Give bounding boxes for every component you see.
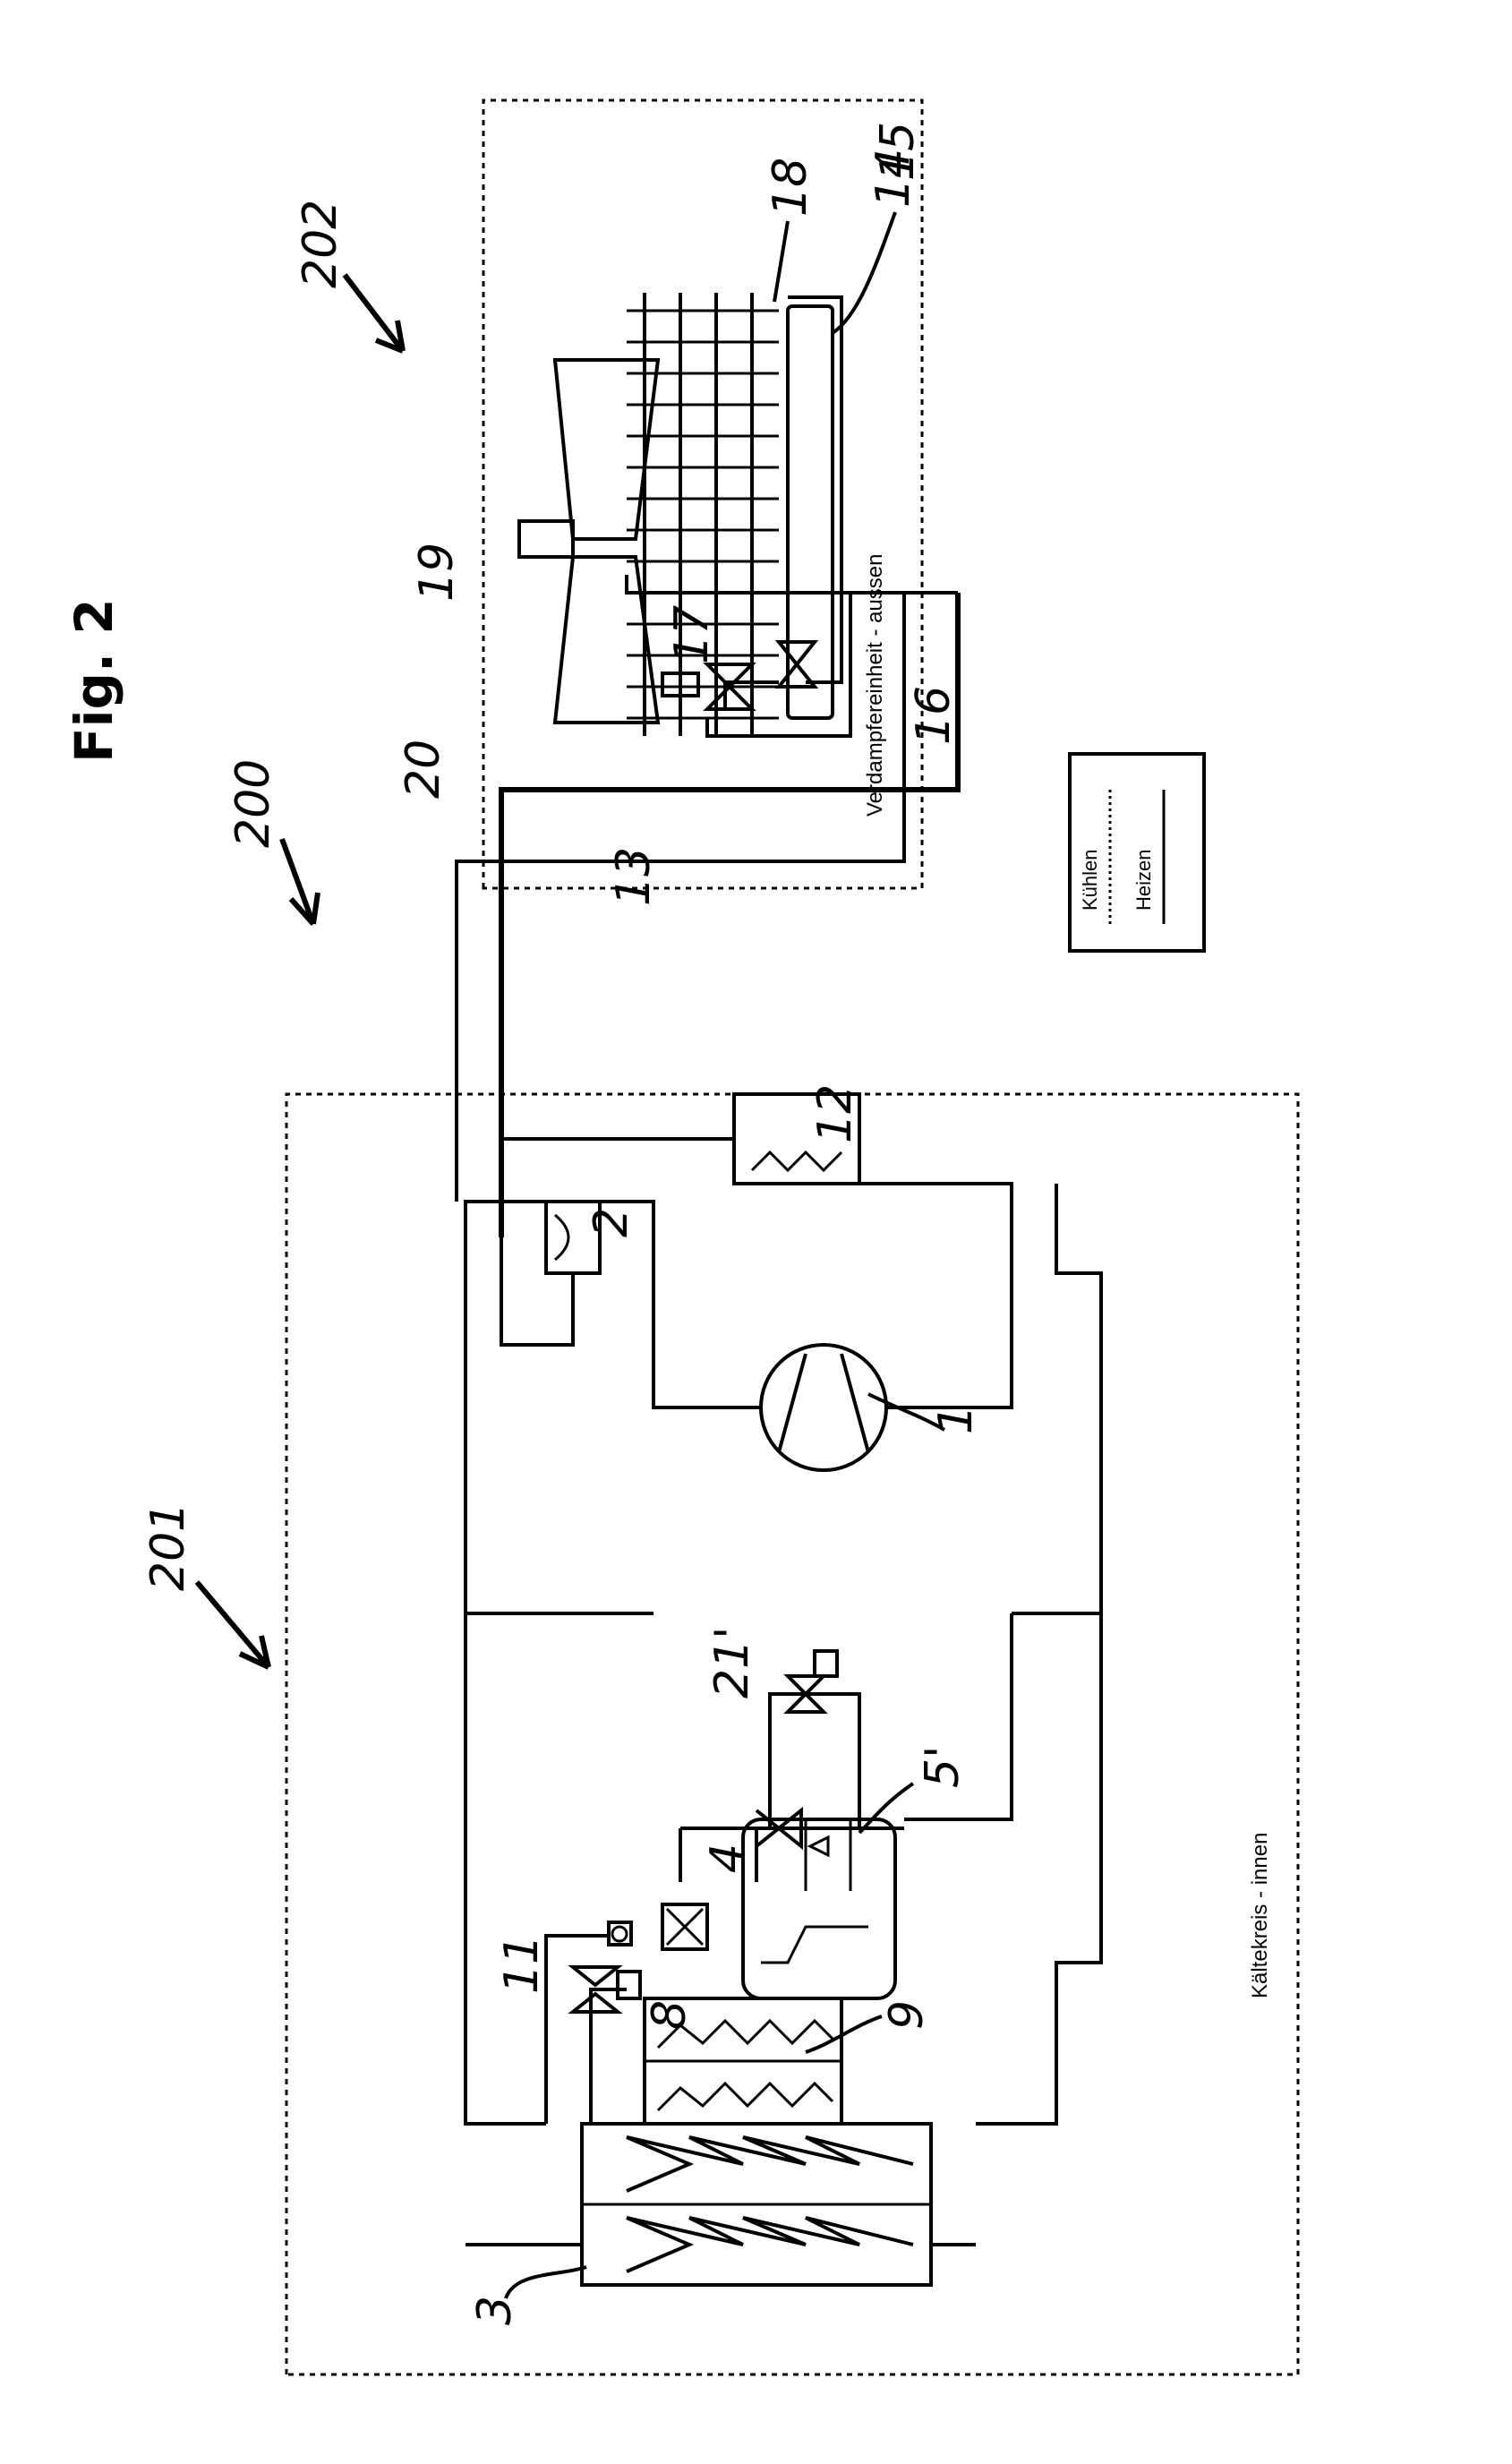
legend-cooling-label: Kühlen [1079,849,1101,911]
indoor-unit-boundary [286,1094,1298,2374]
suction-line-20-label: 20 [397,740,450,799]
collector-5-leader [859,1784,913,1833]
outdoor-unit-boundary [483,100,922,888]
finned-evaporator-18-label: 18 [764,158,817,217]
bypass-branch [770,1694,859,1828]
collector-5 [743,1819,895,1998]
indoor-ref-arrow [197,1582,269,1667]
heat-exchanger-3 [537,2124,976,2285]
check-valve-16-label: 16 [907,686,961,745]
expansion-valve-4-label: 4 [701,1844,755,1873]
line-11-lower [591,1989,627,2124]
heat-exchanger-3-label: 3 [468,2296,522,2325]
indoor-unit-caption: Kältekreis - innen [1248,1833,1272,1998]
solenoid-valve-8-label: 8 [643,2000,696,2030]
collector-5-label: 5' [916,1746,970,1788]
solenoid-valve-21-label: 21' [705,1627,759,1698]
line-11 [546,1936,609,2124]
finned-evaporator-18-leader [774,221,788,302]
compressor-1 [761,1345,886,1470]
heat-exchanger-3-leader [506,2267,586,2298]
system-ref-arrow [282,839,318,924]
solenoid-valve-21 [788,1651,837,1712]
sight-glass [609,1922,631,1945]
check-valve-16 [779,642,815,687]
filter-drier [662,1904,707,1949]
tank-12-label: 12 [808,1084,862,1143]
fan-19 [519,360,658,723]
internal-heat-exchanger-9-label: 9 [880,2000,934,2030]
four-way-valve-2-label: 2 [585,1208,638,1237]
line-15-label: 15 [871,122,925,181]
outdoor-ref-label: 202 [294,200,347,288]
liquid-line-13-label: 13 [607,847,661,906]
legend-heating-label: Heizen [1132,850,1155,911]
line-11-label: 11 [495,1935,549,1994]
figure-title: Fig. 2 [64,598,124,763]
indoor-piping [466,1139,1101,2245]
evaporator-vessel-14 [788,306,833,718]
three-way-valve-17-label: 17 [665,605,719,664]
system-ref-label: 200 [226,759,280,848]
fan-motor-19-label: 19 [410,543,464,602]
outdoor-ref-arrow [345,275,403,351]
indoor-ref-label: 201 [141,1502,195,1591]
